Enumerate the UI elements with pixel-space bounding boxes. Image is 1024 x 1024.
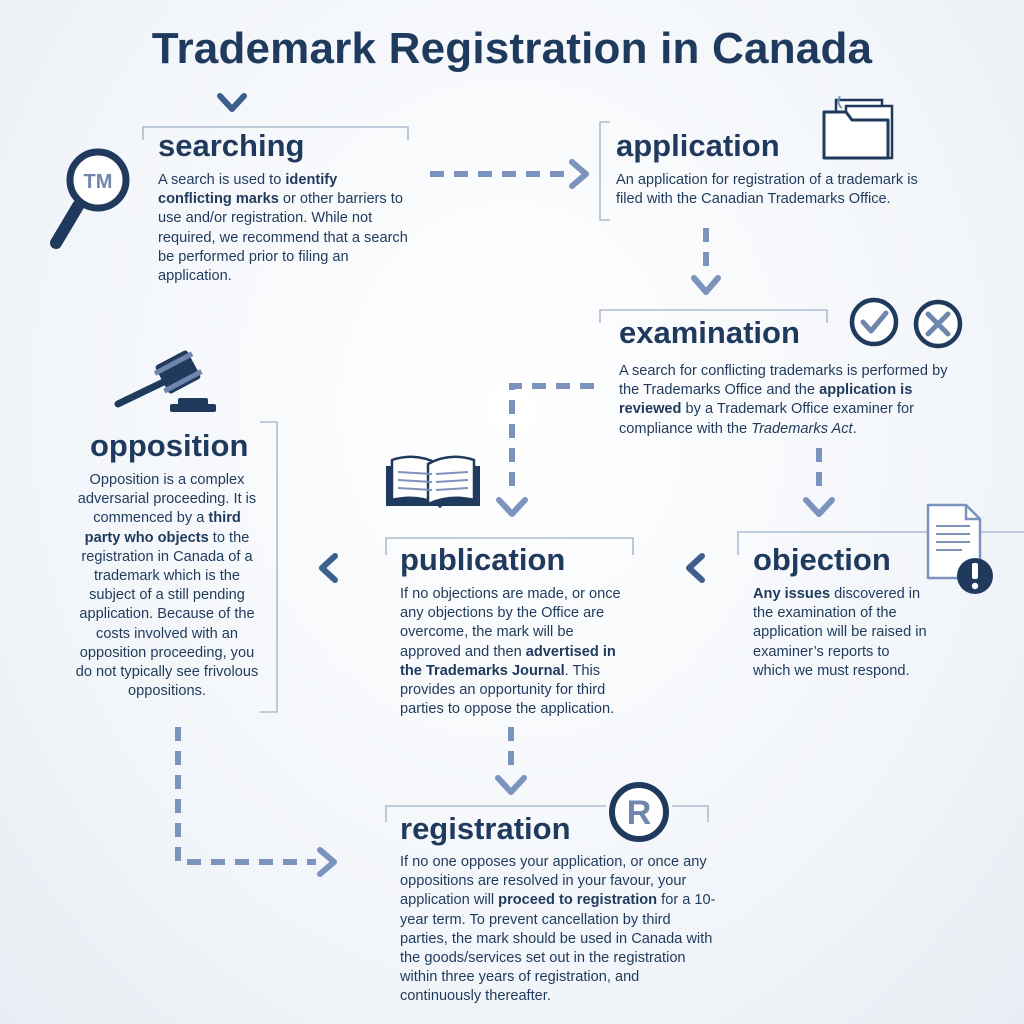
document-warning-icon — [926, 503, 993, 594]
checkmark-circle-icon — [849, 297, 899, 347]
examination-heading: examination — [619, 315, 800, 350]
examination-description: A search for conflicting trademarks is p… — [619, 362, 959, 439]
publication-heading: publication — [400, 542, 566, 577]
arrow-examination-to-publication — [509, 383, 594, 490]
registration-frame-left — [385, 805, 606, 822]
chevron-down-icon — [217, 93, 247, 112]
registration-frame-right — [672, 805, 709, 822]
text-run: Opposition is a complex adversarial proc… — [77, 472, 257, 527]
chevron-left-icon — [686, 553, 705, 583]
dashed-connectors — [175, 171, 822, 865]
text-run: or other barriers to use and/or registra… — [158, 191, 408, 285]
chevron-right-icon — [317, 847, 337, 877]
chevron-right-icon — [569, 159, 589, 189]
emphasis-text: Any issues — [753, 586, 831, 602]
text-run: . — [852, 420, 857, 437]
text-run: If no one opposes your application, or o… — [400, 854, 707, 909]
opposition-heading: opposition — [90, 428, 249, 463]
application-description: An application for registration of a tra… — [616, 171, 928, 209]
chevron-down-icon — [803, 497, 835, 517]
searching-heading: searching — [158, 128, 305, 163]
text-run: by a Trademark Office examiner for compl… — [619, 401, 914, 437]
searching-frame — [142, 126, 409, 140]
text-run: A search is used to — [158, 172, 286, 188]
publication-frame — [385, 537, 634, 555]
chevron-down-icon — [496, 497, 528, 517]
examination-frame — [599, 309, 828, 323]
emphasis-text: advertised in the Trademarks Journal — [400, 643, 616, 679]
italic-text: Trademarks Act — [751, 420, 853, 437]
arrow-opposition-to-registration — [175, 727, 316, 865]
emphasis-text: application is reviewed — [619, 382, 913, 418]
folder-documents-icon — [822, 95, 894, 160]
text-run: . This provides an opportunity for third… — [400, 662, 615, 718]
application-heading: application — [616, 128, 780, 163]
registration-description: If no one opposes your application, or o… — [400, 853, 718, 1007]
emphasis-text: identify conflicting marks — [158, 172, 338, 208]
opposition-description: Opposition is a complex adversarial proc… — [74, 471, 260, 701]
page-title: Trademark Registration in Canada — [151, 24, 873, 73]
x-circle-icon — [913, 299, 963, 349]
objection-heading: objection — [753, 542, 891, 577]
arrowheads — [317, 159, 835, 877]
gavel-icon — [114, 350, 216, 412]
searching-description: A search is used to identify conflicting… — [158, 171, 414, 286]
nav-chevrons — [217, 93, 705, 583]
registered-letter: R — [627, 794, 652, 832]
tm-magnifier-icon: TM — [50, 148, 130, 249]
text-run: An application for registration of a tra… — [616, 172, 918, 208]
tm-label: TM — [84, 171, 113, 193]
chevron-left-icon — [319, 553, 338, 583]
application-frame — [599, 121, 610, 221]
text-run: to the registration in Canada of a trade… — [75, 529, 259, 700]
objection-description: Any issues discovered in the examination… — [753, 585, 929, 681]
publication-description: If no objections are made, or once any o… — [400, 585, 636, 719]
text-run: discovered in the examination of the app… — [753, 586, 927, 679]
section-frames — [142, 121, 1024, 822]
registered-mark-icon: R — [609, 782, 669, 842]
emphasis-text: third party who objects — [84, 510, 241, 546]
chevron-down-icon — [691, 275, 721, 295]
text-run: If no objections are made, or once any o… — [400, 586, 621, 660]
emphasis-text: proceed to registration — [498, 892, 658, 909]
open-book-icon — [386, 455, 480, 508]
text-run: A search for conflicting trademarks is p… — [619, 363, 948, 399]
text-run: for a 10-year term. To prevent cancellat… — [400, 892, 716, 1005]
registration-heading: registration — [400, 811, 571, 846]
chevron-down-icon — [495, 775, 527, 795]
opposition-frame — [260, 421, 278, 713]
